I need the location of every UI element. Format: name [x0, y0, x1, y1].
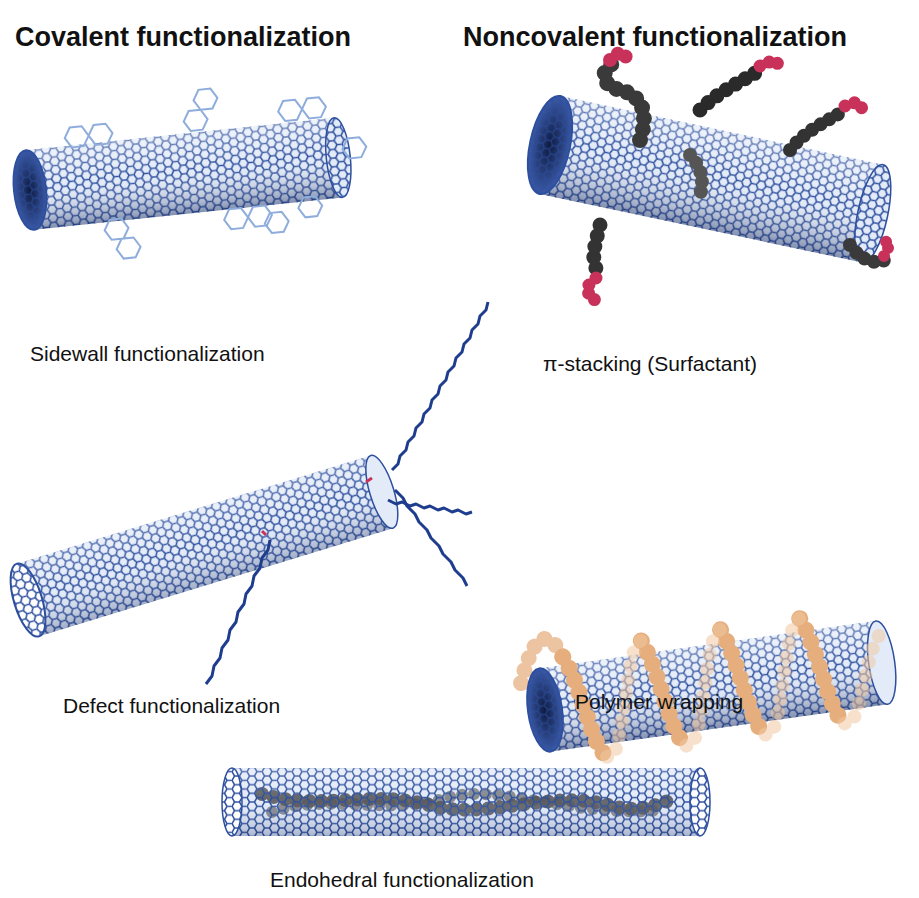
method-label: Defect functionalization [63, 694, 280, 718]
column-heading: Covalent functionalization [15, 22, 351, 53]
method-label: Polymer wrapping [575, 690, 743, 714]
method-label: Sidewall functionalization [30, 342, 265, 366]
polymer-tube [515, 591, 902, 769]
column-heading: Noncovalent functionalization [463, 22, 847, 53]
sidewall-tube [6, 73, 376, 269]
method-label: π-stacking (Surfactant) [543, 352, 757, 376]
defect-tube [4, 452, 405, 640]
pi-stacking-tube [520, 92, 898, 266]
surfactant-molecules [586, 52, 890, 300]
endohedral-tube [222, 768, 710, 836]
method-label: Endohedral functionalization [270, 868, 534, 892]
